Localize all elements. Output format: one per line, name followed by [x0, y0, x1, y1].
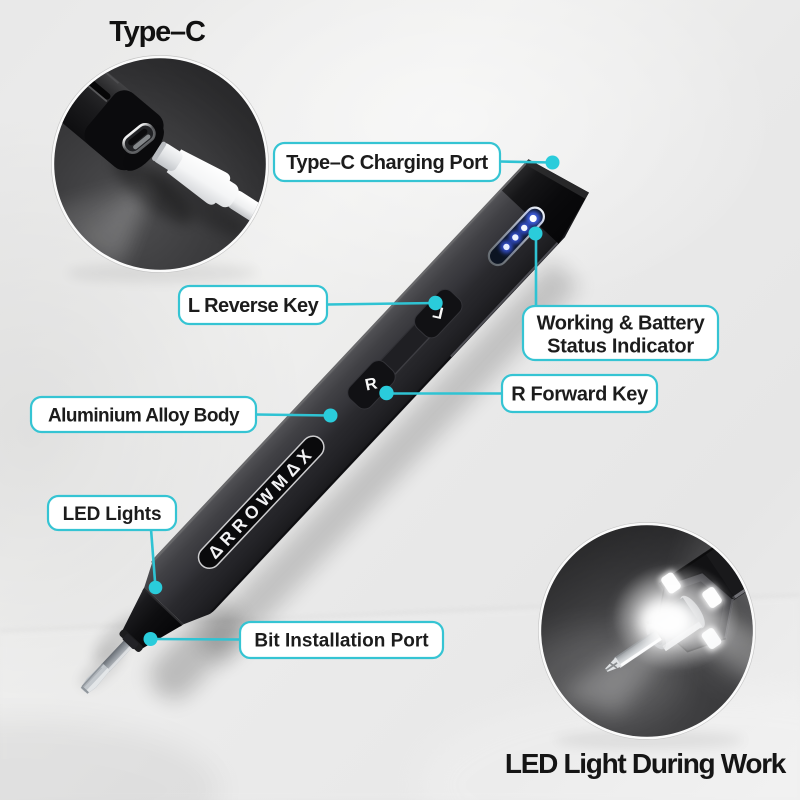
svg-text:R Forward Key: R Forward Key [511, 384, 649, 406]
svg-text:R: R [363, 374, 378, 394]
svg-text:L Reverse Key: L Reverse Key [188, 295, 320, 317]
svg-text:Type–C Charging Port: Type–C Charging Port [286, 152, 488, 174]
svg-text:Type–C: Type–C [109, 16, 206, 48]
svg-text:LED Lights: LED Lights [63, 504, 162, 525]
svg-text:LED Light During Work: LED Light During Work [505, 748, 787, 779]
svg-text:Bit Installation Port: Bit Installation Port [254, 631, 429, 652]
svg-text:Working & Battery: Working & Battery [537, 313, 706, 335]
svg-text:Aluminium Alloy Body: Aluminium Alloy Body [48, 406, 240, 427]
svg-text:Status Indicator: Status Indicator [547, 336, 694, 358]
